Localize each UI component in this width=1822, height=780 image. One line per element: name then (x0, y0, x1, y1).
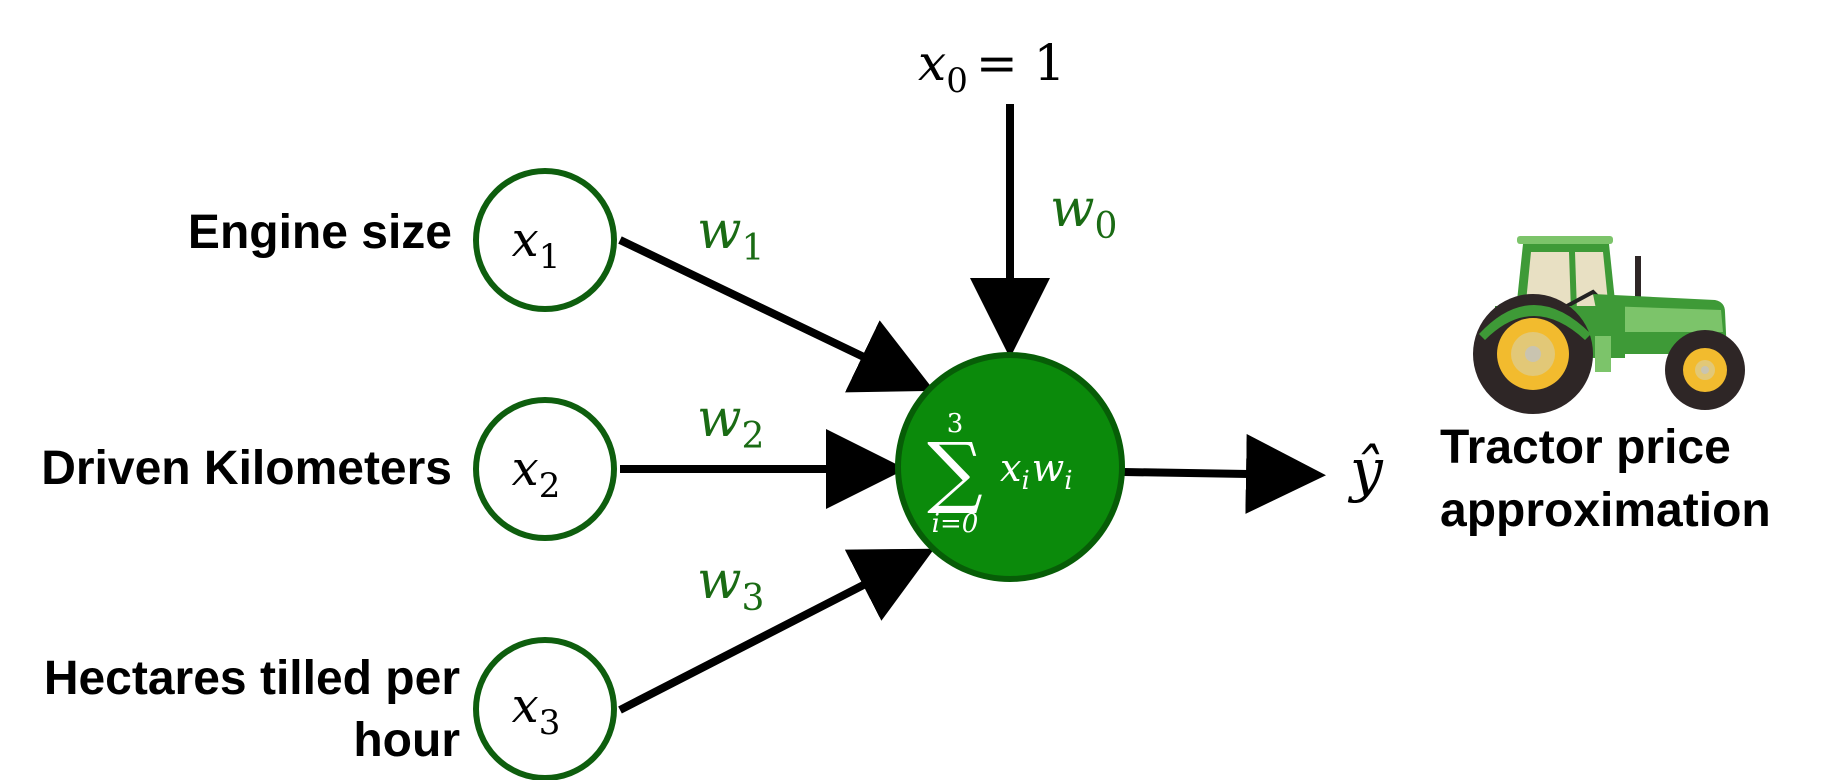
svg-text:x1: x1 (512, 212, 561, 277)
input-label-driven-kilometers: Driven Kilometers (41, 442, 452, 495)
weight-w1: w1 (697, 201, 764, 269)
bias-label: x0= 1 (918, 34, 1065, 101)
input-label-hectares-line2: hour (353, 714, 460, 767)
weight-w0: w0 (1050, 179, 1117, 247)
input-node-x3: x3 (473, 637, 617, 780)
svg-text:x2: x2 (512, 441, 561, 506)
sum-upper-limit: 3 (947, 409, 964, 439)
output-label-line1: Tractor price (1440, 421, 1731, 474)
arrow-x1-to-neuron (618, 236, 935, 393)
input-node-x1: x1 (473, 168, 617, 312)
summation-neuron: 3 ∑ i=0 xiwi (895, 352, 1125, 582)
sigma-icon: ∑ (927, 427, 983, 517)
input-node-x2: x2 (473, 397, 617, 541)
arrow-neuron-to-output (1123, 433, 1326, 514)
arrow-x3-to-neuron (618, 548, 935, 714)
sum-lower-limit: i=0 (932, 509, 979, 539)
input-label-hectares-line1: Hectares tilled per (44, 652, 460, 705)
svg-text:x3: x3 (512, 678, 561, 743)
sum-term: xiwi (1000, 446, 1073, 496)
output-label-line2: approximation (1440, 484, 1771, 537)
output-y-hat: ŷ (1347, 436, 1384, 504)
tractor-icon (1473, 236, 1745, 414)
weight-w3: w3 (697, 551, 764, 619)
weight-w2: w2 (697, 389, 764, 457)
input-label-engine-size: Engine size (188, 206, 452, 259)
